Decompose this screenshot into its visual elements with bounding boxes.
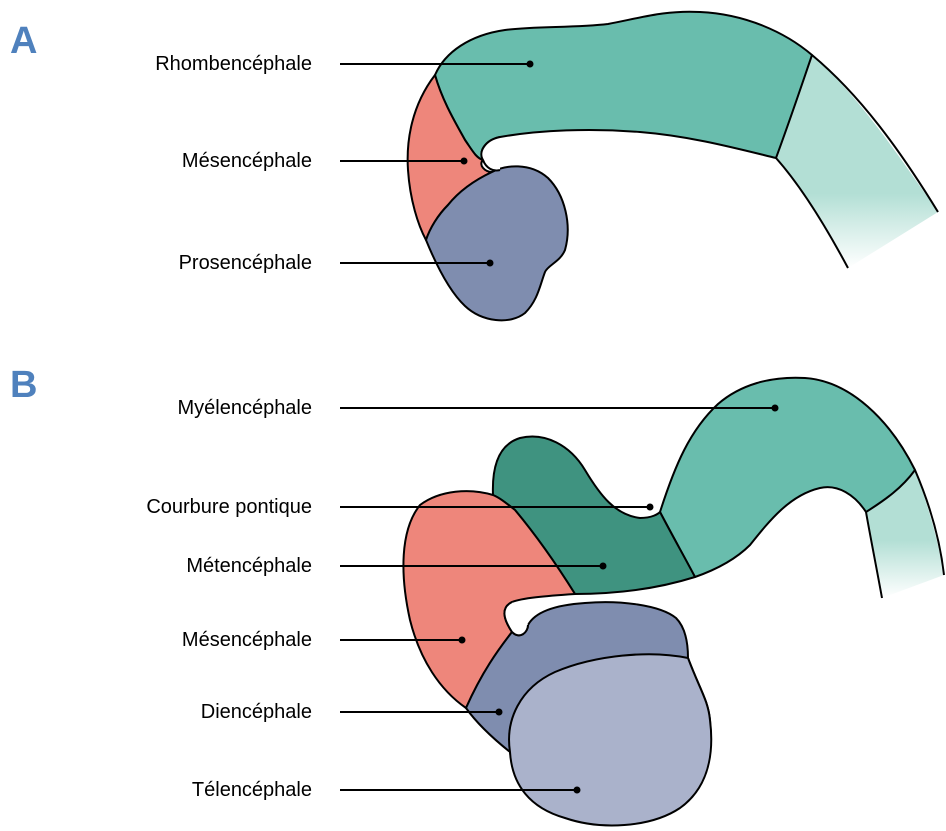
panel-a-rhombencephale [435,12,812,160]
leader-dot-rhombencephale [528,62,533,67]
leader-dot-telencephale [575,788,580,793]
leader-dot-prosencephale [488,261,493,266]
panel-a-drawing [408,12,938,321]
leader-dot-diencephale [497,710,502,715]
leader-dot-metencephale [601,564,606,569]
leader-dot-mesencephale-b [460,638,465,643]
label-telencephale: Télencéphale [192,778,312,802]
label-mesencephale-b: Mésencéphale [182,628,312,652]
label-myelencephale: Myélencéphale [177,396,312,420]
leader-dot-mesencephale-a [462,159,467,164]
label-prosencephale: Prosencéphale [179,251,312,275]
panel-a-letter: A [10,22,37,60]
panel-b-drawing [403,378,944,826]
label-courbure-pontique: Courbure pontique [146,495,312,519]
label-diencephale: Diencéphale [201,700,312,724]
label-metencephale: Métencéphale [186,554,312,578]
leader-dot-courbure-pontique [648,505,653,510]
label-rhombencephale: Rhombencéphale [155,52,312,76]
panel-b-telencephale [509,654,711,825]
panel-b-letter: B [10,366,37,404]
leader-dot-myelencephale [773,406,778,411]
label-mesencephale-a: Mésencéphale [182,149,312,173]
